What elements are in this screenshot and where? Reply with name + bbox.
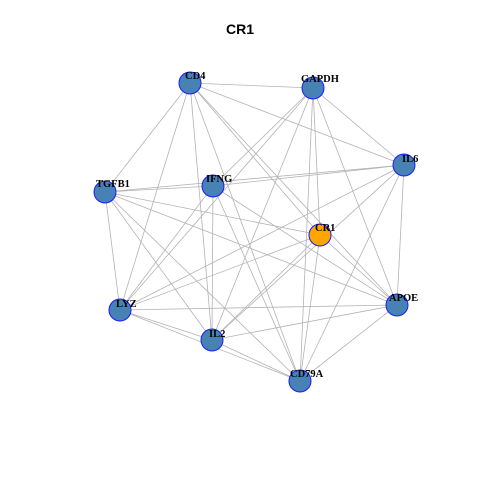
edge-cr1-cd79a: [299, 234, 321, 382]
edge-gapdh-il6: [312, 87, 405, 166]
edge-cr1-il2: [211, 234, 321, 341]
node-cr1[interactable]: [308, 223, 332, 247]
edge-il2-apoe: [211, 304, 398, 341]
node-il2[interactable]: [200, 328, 224, 352]
edge-ifng-tgfb1: [104, 185, 214, 193]
edge-ifng-il2: [211, 185, 214, 341]
edge-cr1-apoe: [319, 234, 398, 306]
edge-il6-lyz: [119, 164, 405, 311]
edge-il6-apoe: [396, 164, 405, 306]
edge-il6-cd79a: [299, 164, 405, 382]
node-gapdh[interactable]: [301, 76, 325, 100]
node-label-apoe: APOE: [389, 293, 418, 304]
edge-il6-ifng: [212, 164, 405, 187]
edge-gapdh-apoe: [312, 87, 398, 306]
edge-cd4-apoe: [189, 82, 398, 306]
edge-cd4-cd79a: [189, 82, 301, 382]
node-il6[interactable]: [392, 153, 416, 177]
edge-lyz-apoe: [119, 304, 398, 311]
edge-cd4-tgfb1: [104, 82, 191, 193]
edge-ifng-cd79a: [212, 185, 301, 382]
edge-tgfb1-cr1: [104, 191, 321, 236]
edge-gapdh-il2: [211, 87, 314, 341]
edge-tgfb1-apoe: [104, 191, 398, 306]
edge-il6-il2: [211, 164, 405, 341]
edge-cd4-lyz: [119, 82, 191, 311]
node-label-cd4: CD4: [185, 71, 206, 82]
node-label-cd79a: CD79A: [290, 369, 324, 380]
chart-title: CR1: [225, 21, 254, 37]
node-label-gapdh: GAPDH: [301, 74, 339, 85]
edge-tgfb1-lyz: [104, 191, 121, 311]
node-lyz[interactable]: [108, 298, 132, 322]
edge-ifng-apoe: [212, 185, 398, 306]
node-label-il2: IL2: [209, 329, 225, 340]
node-cd79a[interactable]: [288, 369, 312, 393]
edge-ifng-lyz: [119, 185, 214, 311]
node-label-ifng: IFNG: [206, 174, 232, 185]
edge-cd4-gapdh: [189, 82, 314, 89]
edge-cd4-cr1: [189, 82, 321, 236]
node-ifng[interactable]: [201, 174, 225, 198]
edge-cr1-lyz: [119, 234, 321, 311]
node-label-lyz: LYZ: [116, 299, 137, 310]
node-apoe[interactable]: [385, 293, 409, 317]
edge-gapdh-ifng: [212, 87, 314, 187]
edge-il6-tgfb1: [104, 164, 405, 193]
edge-apoe-cd79a: [299, 304, 398, 382]
node-label-tgfb1: TGFB1: [96, 179, 130, 190]
edge-tgfb1-cd79a: [104, 191, 301, 382]
node-label-cr1: CR1: [315, 223, 335, 234]
edge-layer: [104, 82, 405, 382]
edge-tgfb1-il2: [104, 191, 213, 341]
node-layer: [93, 71, 416, 393]
edge-il2-cd79a: [211, 339, 301, 382]
edge-gapdh-lyz: [119, 87, 314, 311]
node-tgfb1[interactable]: [93, 180, 117, 204]
edge-gapdh-cd79a: [299, 87, 314, 382]
edge-gapdh-cr1: [312, 87, 321, 236]
edge-cd4-il6: [189, 82, 405, 166]
node-cd4[interactable]: [178, 71, 202, 95]
edge-lyz-il2: [119, 309, 213, 341]
node-label-il6: IL6: [402, 154, 418, 165]
